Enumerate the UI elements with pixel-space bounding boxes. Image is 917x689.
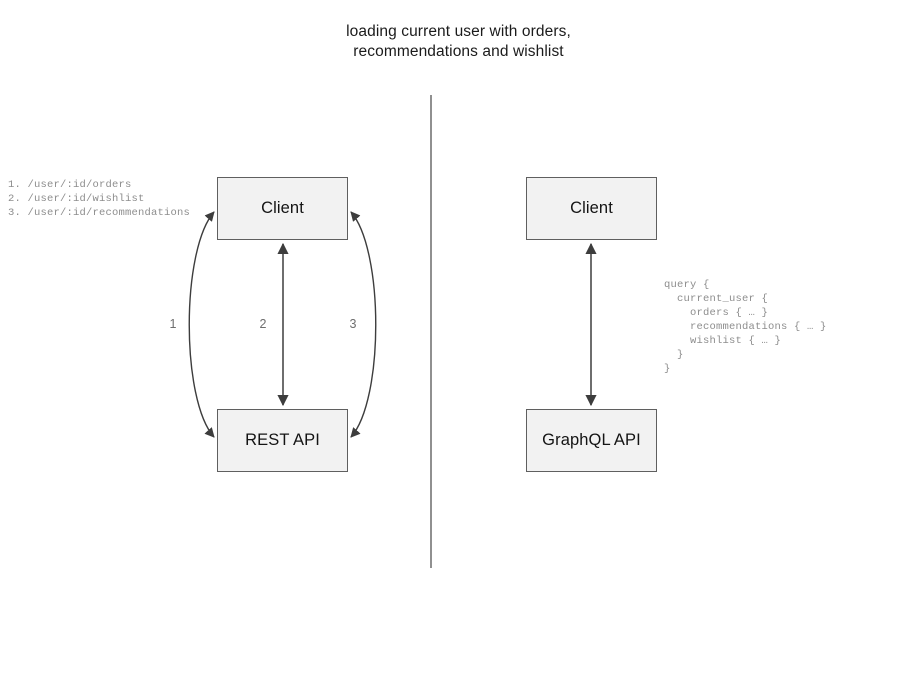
rest-endpoints-list: 1. /user/:id/orders 2. /user/:id/wishlis… — [8, 179, 191, 219]
diagram-title: loading current user with orders, recomm… — [346, 23, 571, 60]
node-rest-api[interactable]: REST API — [217, 409, 348, 472]
node-client-graphql[interactable]: Client — [526, 177, 657, 240]
graphql-query-block: query { current_user { orders { … } reco… — [664, 279, 827, 375]
rest-arrow-label-2: 2 — [259, 317, 267, 331]
node-client-rest[interactable]: Client — [217, 177, 348, 240]
rest-arrow-1-curve — [188, 211, 215, 438]
rest-arrow-label-3: 3 — [349, 317, 357, 331]
rest-arrow-label-1: 1 — [169, 317, 177, 331]
node-graphql-api[interactable]: GraphQL API — [526, 409, 657, 472]
